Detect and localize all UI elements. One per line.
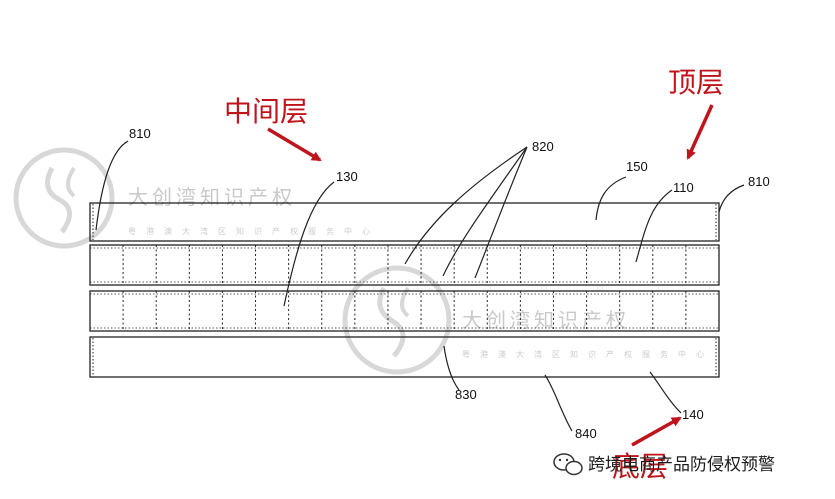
ref-810-right: 810 [748, 174, 770, 189]
watermark-brand-left: 大创湾知识产权 [128, 185, 296, 209]
watermark-sub-left: 粤港澳大湾区知识产权服务中心 [128, 226, 380, 236]
middle-layer-lower [89, 290, 720, 332]
watermark-logo-icon [13, 147, 115, 249]
ref-810-left: 810 [129, 126, 151, 141]
ref-150: 150 [626, 159, 648, 174]
annotation-arrows [267, 104, 714, 447]
ref-110: 110 [673, 180, 694, 195]
ref-130: 130 [336, 169, 358, 184]
ref-820: 820 [532, 139, 554, 154]
label-bottom-layer: 底层 [612, 450, 668, 483]
leader-lines [95, 140, 745, 432]
watermark-sub-center: 粤港澳大湾区知识产权服务中心 [462, 349, 714, 359]
wechat-icon [553, 453, 583, 476]
top-layer-150 [89, 202, 720, 242]
ref-840: 840 [575, 426, 597, 441]
label-middle-layer: 中间层 [224, 95, 308, 128]
middle-layer-upper [89, 244, 720, 286]
bottom-layer-140 [89, 336, 720, 378]
watermark-logo-icon [342, 265, 452, 375]
cell-dividers-820 [122, 245, 687, 331]
watermark-center: 大创湾知识产权 粤港澳大湾区知识产权服务中心 [342, 265, 714, 375]
footer-account-name: 跨境电商产品防侵权预警 [588, 455, 775, 475]
watermark-left: 大创湾知识产权 粤港澳大湾区知识产权服务中心 [13, 147, 380, 249]
label-top-layer: 顶层 [668, 66, 724, 99]
ref-140: 140 [682, 407, 704, 422]
ref-830: 830 [455, 387, 477, 402]
